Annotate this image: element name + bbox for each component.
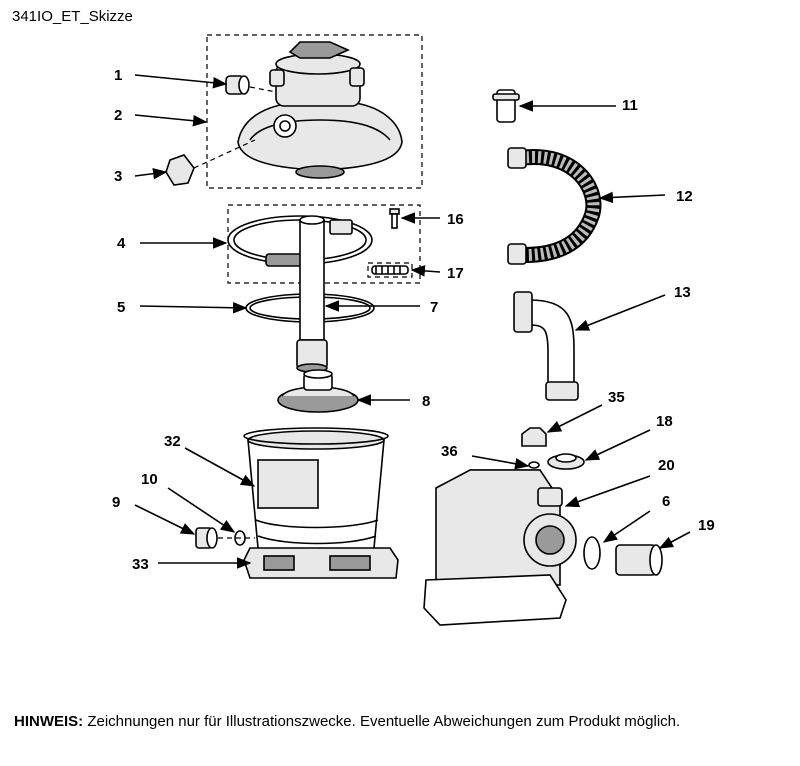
lateral-diffuser [277, 369, 359, 413]
callout-32: 32 [164, 433, 181, 450]
tank-base [243, 547, 399, 579]
callout-8: 8 [422, 393, 430, 410]
note-text: Zeichnungen nur für Illustrationszwecke.… [83, 713, 681, 730]
callout-20: 20 [658, 457, 675, 474]
disclaimer-note: HINWEIS: Zeichnungen nur für Illustratio… [14, 712, 789, 732]
callout-16: 16 [447, 211, 464, 228]
callout-18: 18 [656, 413, 673, 430]
pump-unit [423, 469, 577, 626]
strainer-cover [547, 453, 585, 470]
exploded-parts-diagram: 1 2 3 4 5 6 7 8 9 10 11 12 13 16 17 18 1… [112, 34, 715, 626]
callout-33: 33 [132, 556, 149, 573]
callout-35: 35 [608, 389, 625, 406]
outlet-fitting [615, 544, 663, 576]
callout-7: 7 [430, 299, 438, 316]
callout-2: 2 [114, 107, 122, 124]
callout-12: 12 [676, 188, 693, 205]
connector-nut [165, 154, 195, 186]
valve-group-box [206, 34, 423, 189]
hose-adapter [492, 89, 520, 123]
callout-10: 10 [141, 471, 158, 488]
elbow-pipe [513, 291, 579, 401]
document-title: 341IO_ET_Skizze [12, 8, 133, 25]
leader-arrows [134, 74, 691, 569]
drain-plug [225, 75, 250, 95]
note-prefix: HINWEIS: [14, 713, 84, 730]
callout-9: 9 [112, 494, 120, 511]
callout-4: 4 [117, 235, 126, 252]
pump-plug [521, 427, 547, 447]
callout-1: 1 [114, 67, 122, 84]
callout-13: 13 [674, 284, 691, 301]
filter-tank [243, 427, 389, 555]
callout-11: 11 [622, 97, 638, 114]
drain-cap [195, 527, 218, 549]
callout-5: 5 [117, 299, 125, 316]
standpipe [296, 215, 328, 373]
callout-19: 19 [698, 517, 715, 534]
clamp-bolt [389, 208, 400, 229]
plug-washer [528, 461, 540, 469]
outlet-o-ring [583, 536, 601, 570]
multiport-valve [237, 41, 403, 179]
clamp-spring [371, 265, 409, 275]
callout-6: 6 [662, 493, 670, 510]
callout-3: 3 [114, 168, 122, 185]
screw-group-box [367, 262, 413, 278]
callout-36: 36 [441, 443, 458, 460]
connection-hose [507, 147, 602, 265]
callout-17: 17 [447, 265, 464, 282]
